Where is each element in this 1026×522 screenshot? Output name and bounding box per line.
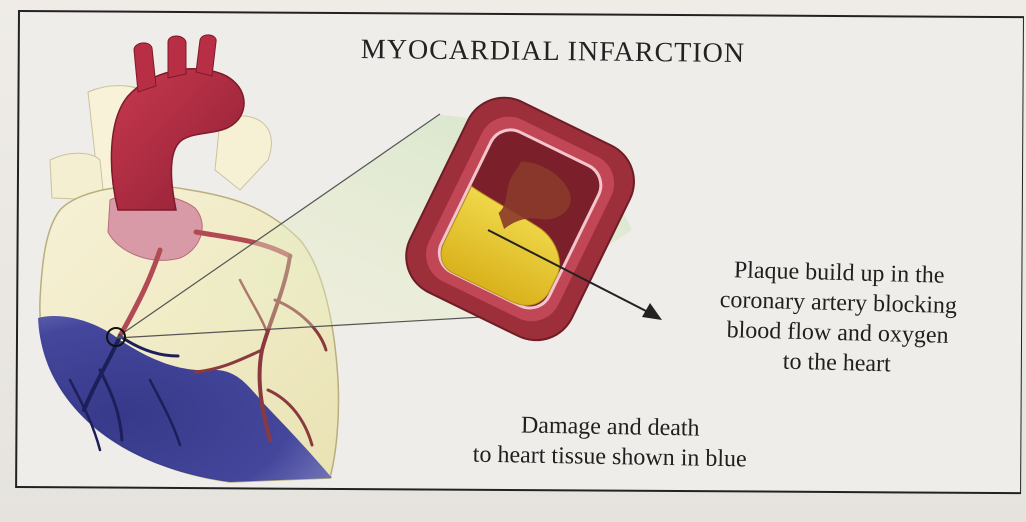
figure-title: MYOCARDIAL INFARCTION — [318, 34, 788, 71]
aorta — [111, 35, 244, 210]
plaque-label: Plaque build up in the coronary artery b… — [656, 253, 1019, 382]
damage-label: Damage and death to heart tissue shown i… — [400, 408, 821, 475]
